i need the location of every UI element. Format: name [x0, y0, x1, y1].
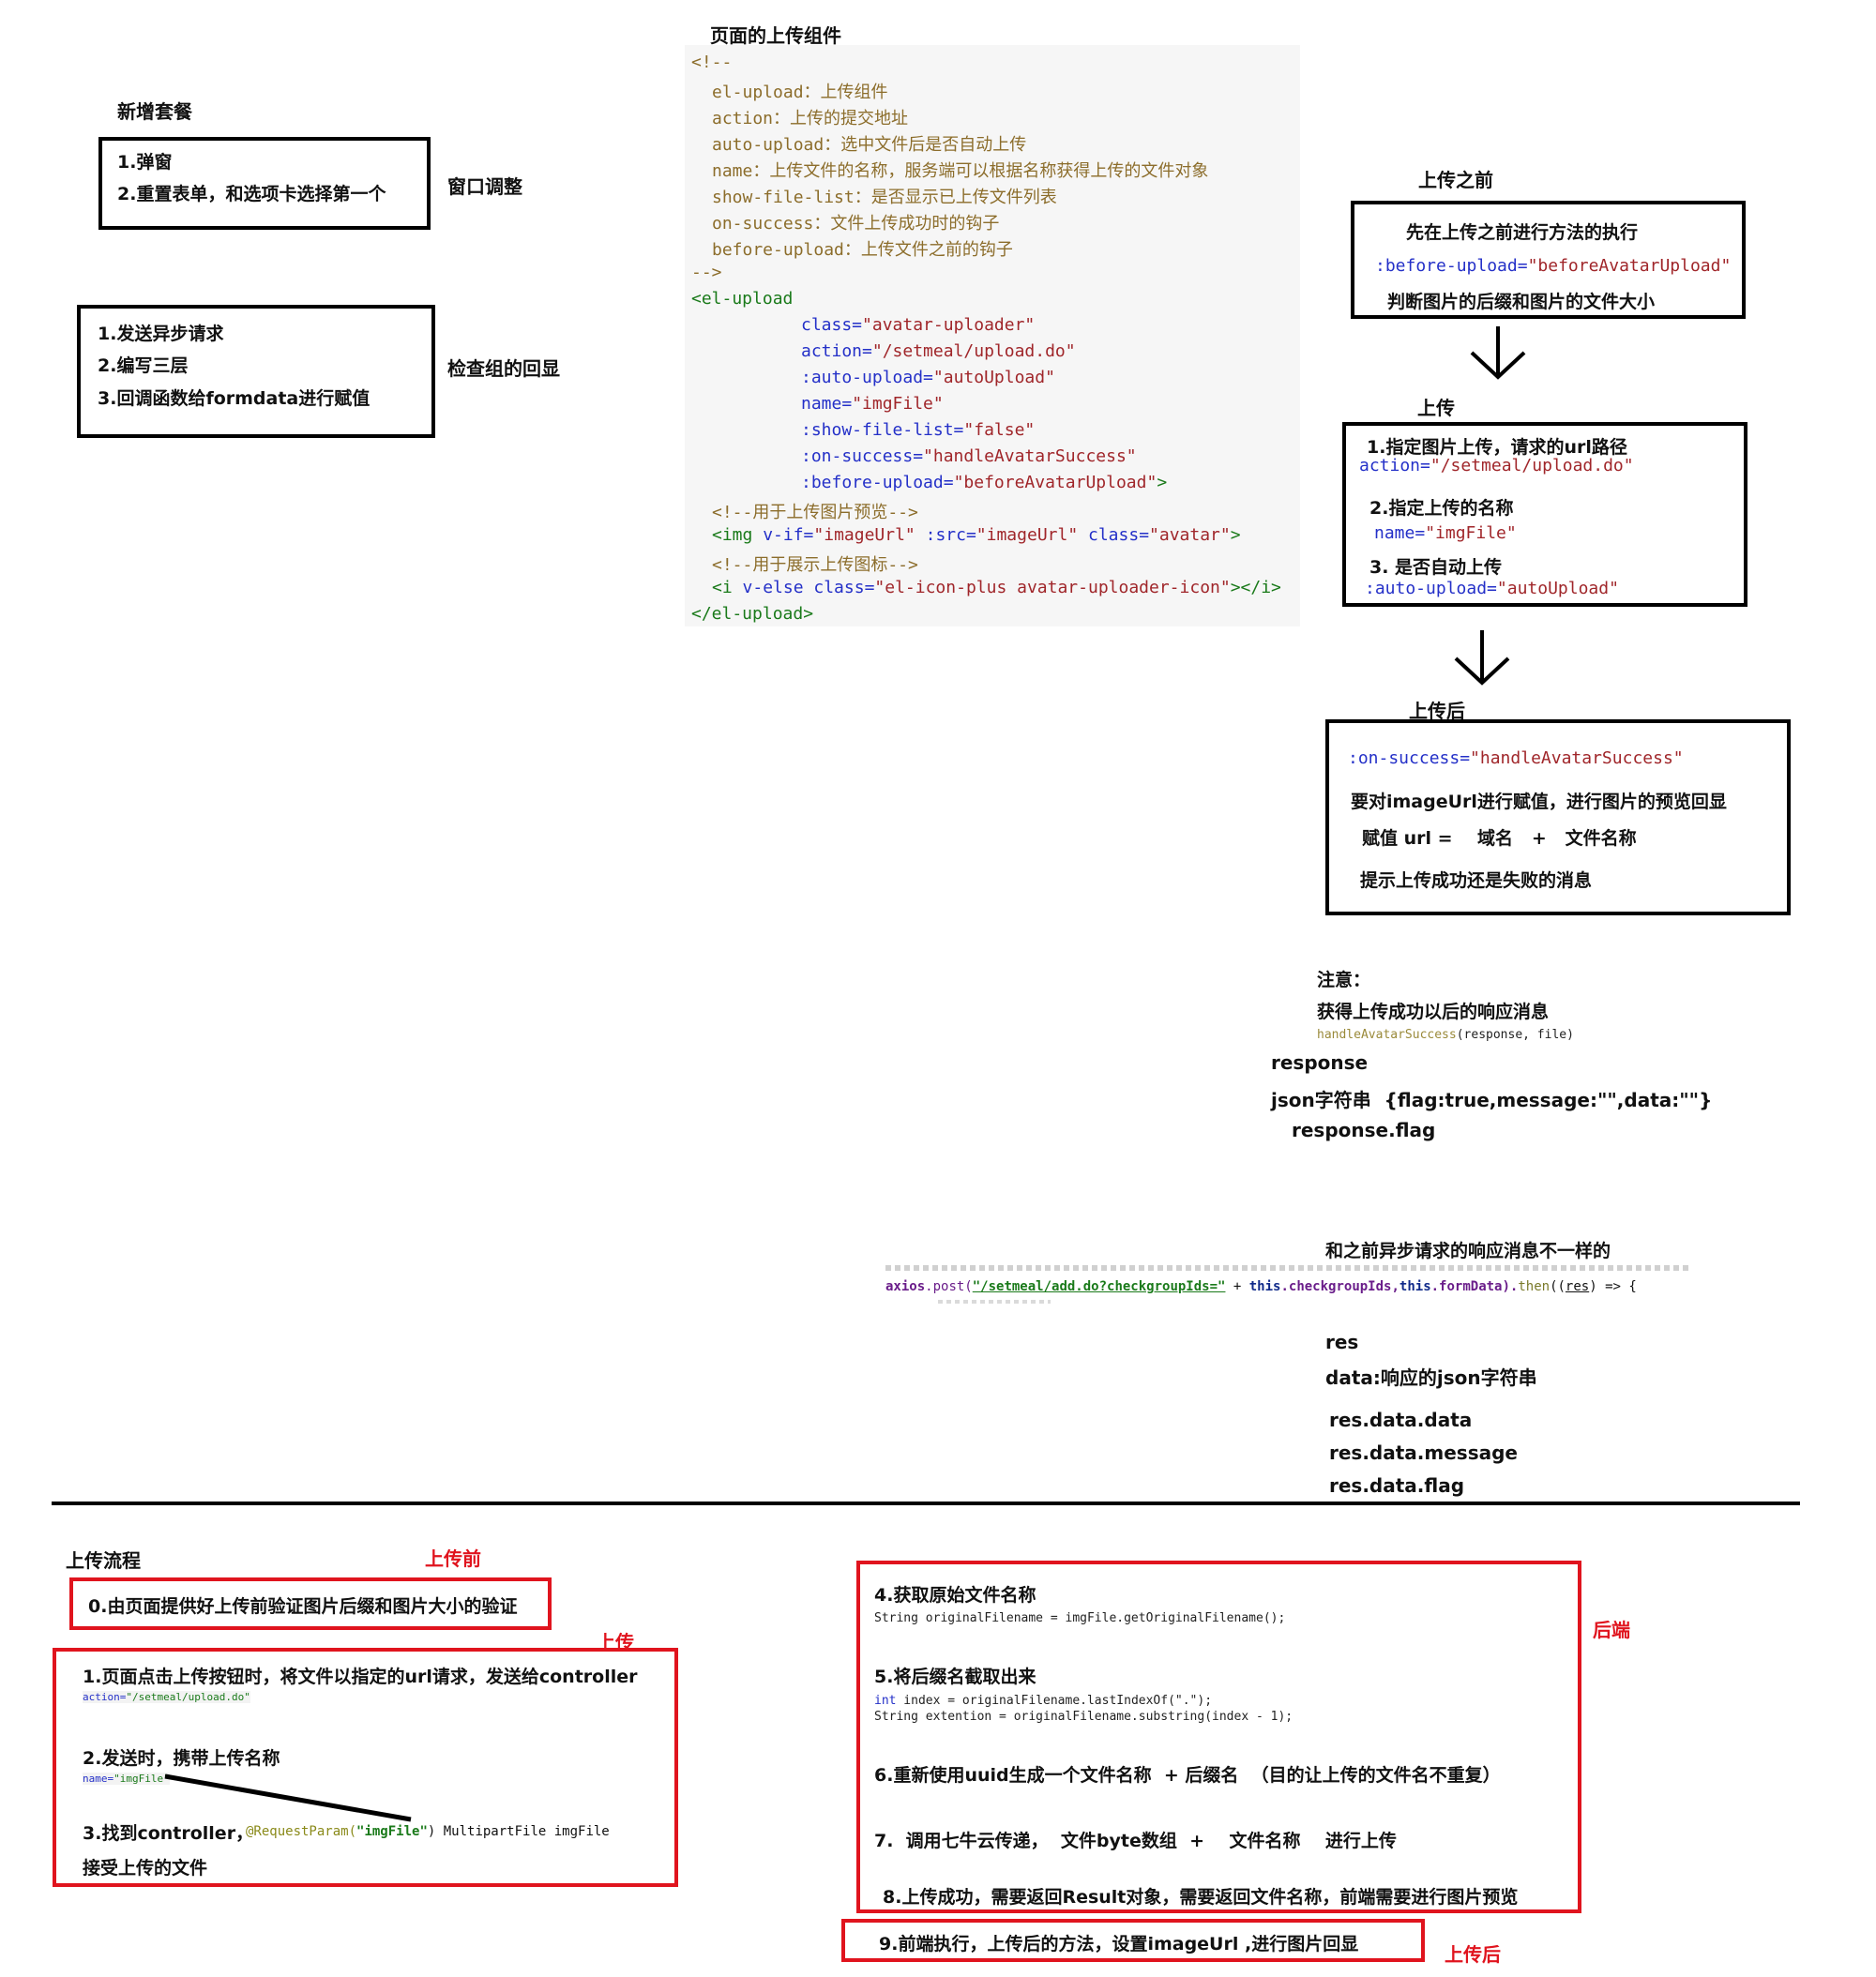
- dialog-steps-box: 1.弹窗 2.重置表单，和选项卡选择第一个: [98, 137, 431, 230]
- section-title-add-setmeal: 新增套餐: [117, 100, 192, 123]
- upload-box: 1.指定图片上传，请求的url路径 action="/setmeal/uploa…: [1342, 422, 1747, 607]
- after-upload-line2: 赋值 url = 域名 + 文件名称: [1362, 828, 1637, 849]
- before-upload-code: :before-upload="beforeAvatarUpload": [1375, 256, 1732, 276]
- window-adjust-label: 窗口调整: [447, 175, 522, 198]
- step1-text: 1.页面点击上传按钮时，将文件以指定的url请求，发送给controller: [83, 1667, 638, 1687]
- step0-box: 0.由页面提供好上传前验证图片后缀和图片大小的验证: [69, 1577, 552, 1630]
- dialog-step-1: 1.弹窗: [117, 152, 173, 173]
- code-i-line: <i v-else class="el-icon-plus avatar-upl…: [712, 578, 1281, 597]
- step1-code: action="/setmeal/upload.do": [83, 1691, 250, 1703]
- backend-label: 后端: [1593, 1619, 1630, 1641]
- after-upload-box: :on-success="handleAvatarSuccess" 要对imag…: [1325, 719, 1791, 915]
- after-upload-line3: 提示上传成功还是失败的消息: [1360, 870, 1593, 891]
- step9-text: 9.前端执行，上传后的方法，设置imageUrl ,进行图片回显: [879, 1934, 1359, 1954]
- code-preview-comment: <!--用于上传图片预览-->: [712, 503, 918, 522]
- request-step-1: 1.发送异步请求: [98, 324, 224, 344]
- code-comment-line: auto-upload：选中文件后是否自动上传: [712, 135, 1027, 155]
- upload-code-panel: <!-- el-upload：上传组件 action：上传的提交地址 auto-…: [685, 45, 1300, 626]
- step3-code: @RequestParam("imgFile") MultipartFile i…: [246, 1824, 610, 1839]
- step5-code-1: int index = originalFilename.lastIndexOf…: [874, 1694, 1213, 1708]
- response-difference-note: 和之前异步请求的响应消息不一样的: [1325, 1241, 1611, 1261]
- cropped-code-fragment: [938, 1300, 1051, 1304]
- note-title: 注意：: [1317, 970, 1371, 990]
- code-attr-line: action="/setmeal/upload.do": [801, 341, 1076, 361]
- code-img-line: <img v-if="imageUrl" :src="imageUrl" cla…: [712, 525, 1241, 545]
- name-link-line: [164, 1773, 412, 1822]
- section-divider: [52, 1502, 1800, 1505]
- step5-text: 5.将后缀名截取出来: [874, 1667, 1036, 1687]
- res-data-flag: res.data.flag: [1329, 1474, 1465, 1497]
- code-attr-line: :on-success="handleAvatarSuccess": [801, 446, 1137, 466]
- res-data-message: res.data.message: [1329, 1441, 1518, 1464]
- upload-step-1-code: action="/setmeal/upload.do": [1359, 456, 1634, 475]
- after-upload-title: 上传后: [1409, 700, 1465, 722]
- step9-box: 9.前端执行，上传后的方法，设置imageUrl ,进行图片回显: [841, 1919, 1425, 1962]
- res-label: res: [1325, 1331, 1359, 1353]
- request-step-2: 2.编写三层: [98, 355, 189, 376]
- code-el-upload-open: <el-upload: [691, 289, 794, 309]
- code-attr-line: name="imgFile": [801, 394, 944, 414]
- step3b-text: 接受上传的文件: [83, 1858, 208, 1879]
- code-comment-line: action：上传的提交地址: [712, 109, 909, 128]
- response-label: response: [1271, 1051, 1369, 1074]
- step4-text: 4.获取原始文件名称: [874, 1585, 1036, 1606]
- after-upload-line1: 要对imageUrl进行赋值，进行图片的预览回显: [1351, 792, 1727, 812]
- code-attr-line: class="avatar-uploader": [801, 315, 1036, 335]
- code-el-upload-close: </el-upload>: [691, 604, 814, 624]
- down-arrow-icon: [1470, 326, 1526, 380]
- down-arrow-icon: [1454, 630, 1510, 686]
- step2-text: 2.发送时，携带上传名称: [83, 1748, 280, 1769]
- step0-text: 0.由页面提供好上传前验证图片后缀和图片大小的验证: [88, 1596, 518, 1617]
- upload-component-title: 页面的上传组件: [710, 24, 841, 47]
- upload-flow-title: 上传流程: [66, 1549, 141, 1572]
- axios-code-line: axios.post("/setmeal/add.do?checkgroupId…: [885, 1279, 1637, 1294]
- code-comment-line: name：上传文件的名称，服务端可以根据名称获得上传的文件对象: [712, 161, 1209, 181]
- response-flag: response.flag: [1292, 1119, 1436, 1141]
- before-upload-line3: 判断图片的后缀和图片的文件大小: [1387, 292, 1656, 312]
- code-attr-line: :show-file-list="false": [801, 420, 1036, 440]
- dialog-step-2: 2.重置表单，和选项卡选择第一个: [117, 184, 386, 204]
- step8-text: 8.上传成功，需要返回Result对象，需要返回文件名称，前端需要进行图片预览: [883, 1887, 1519, 1908]
- frontend-upload-box: 1.页面点击上传按钮时，将文件以指定的url请求，发送给controller a…: [53, 1648, 678, 1887]
- request-step-3: 3.回调函数给formdata进行赋值: [98, 388, 371, 409]
- code-comment-line: el-upload：上传组件: [712, 83, 888, 102]
- before-upload-label: 上传前: [425, 1547, 481, 1570]
- upload-step-1: 1.指定图片上传，请求的url路径: [1367, 437, 1627, 458]
- note-line1: 获得上传成功以后的响应消息: [1317, 1002, 1550, 1022]
- code-comment-close: -->: [691, 263, 722, 282]
- after-upload-label: 上传后: [1445, 1943, 1501, 1966]
- upload-step-3: 3. 是否自动上传: [1369, 557, 1503, 578]
- code-comment-line: show-file-list：是否显示已上传文件列表: [712, 188, 1057, 207]
- upload-step-3-code: :auto-upload="autoUpload": [1365, 579, 1619, 598]
- before-upload-box: 先在上传之前进行方法的执行 :before-upload="beforeAvat…: [1351, 201, 1746, 319]
- step2-code: name="imgFile": [83, 1773, 170, 1785]
- step6-text: 6.重新使用uuid生成一个文件名称 + 后缀名 （目的让上传的文件名不重复）: [874, 1765, 1501, 1786]
- upload-title: 上传: [1417, 397, 1455, 419]
- upload-step-2-code: name="imgFile": [1374, 523, 1517, 543]
- note-code: handleAvatarSuccess(response, file): [1317, 1028, 1574, 1042]
- checkgroup-echo-label: 检查组的回显: [447, 357, 560, 380]
- step5-code-2: String extention = originalFilename.subs…: [874, 1710, 1294, 1724]
- code-attr-line: :auto-upload="autoUpload": [801, 368, 1055, 387]
- res-data-label: data:响应的json字符串: [1325, 1366, 1537, 1389]
- step3-text: 3.找到controller，: [83, 1823, 254, 1844]
- request-steps-box: 1.发送异步请求 2.编写三层 3.回调函数给formdata进行赋值: [77, 305, 435, 438]
- res-data-data: res.data.data: [1329, 1409, 1473, 1431]
- step4-code: String originalFilename = imgFile.getOri…: [874, 1611, 1286, 1625]
- json-string-line: json字符串 {flag:true,message:"",data:""}: [1271, 1089, 1713, 1111]
- step7-text: 7. 调用七牛云传递， 文件byte数组 + 文件名称 进行上传: [874, 1831, 1397, 1851]
- code-attr-line: :before-upload="beforeAvatarUpload">: [801, 473, 1168, 492]
- cropped-code-fragment: [885, 1265, 1692, 1271]
- code-comment-open: <!--: [691, 53, 733, 72]
- upload-step-2: 2.指定上传的名称: [1369, 498, 1514, 519]
- code-comment-line: on-success：文件上传成功时的钩子: [712, 214, 1000, 234]
- before-upload-line1: 先在上传之前进行方法的执行: [1406, 222, 1639, 243]
- before-upload-title: 上传之前: [1418, 169, 1493, 191]
- code-comment-line: before-upload：上传文件之前的钩子: [712, 240, 1013, 260]
- after-upload-code: :on-success="handleAvatarSuccess": [1348, 748, 1684, 768]
- code-icon-comment: <!--用于展示上传图标-->: [712, 555, 918, 575]
- backend-box: 4.获取原始文件名称 String originalFilename = img…: [856, 1561, 1581, 1913]
